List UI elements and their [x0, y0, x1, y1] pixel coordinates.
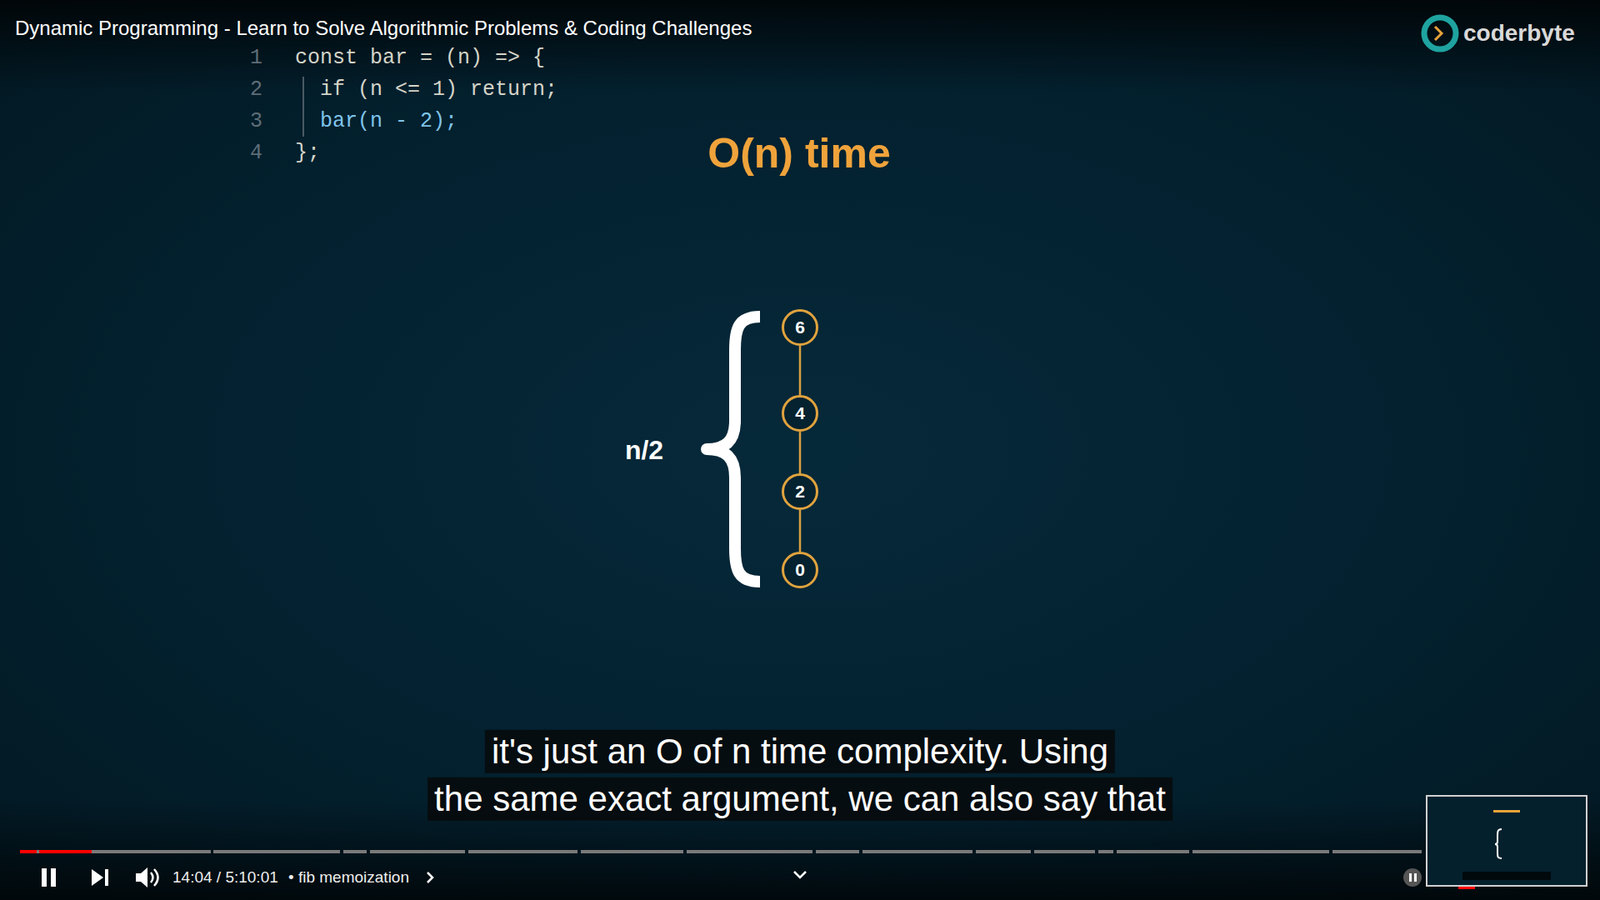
chapter-chevron — [427, 872, 433, 883]
thumbnail-brace — [1495, 829, 1502, 859]
progress-bar — [20, 850, 1422, 854]
chapter-segment — [815, 850, 860, 854]
chapter-segment — [468, 850, 578, 854]
chapter-segment — [1034, 850, 1095, 854]
thumbnail-subtitle — [1462, 871, 1551, 880]
preview-thumbnail — [1426, 795, 1587, 886]
chapter-segment — [1332, 850, 1422, 854]
volume-icon — [135, 867, 148, 888]
code-line: if (n <= 1) return; — [320, 78, 558, 103]
autoplay-toggle — [1409, 873, 1412, 882]
node-circle — [783, 475, 818, 510]
chapter-segment — [580, 850, 684, 854]
tree-node-circle: 2 — [781, 473, 819, 510]
brace-label: n/2 — [625, 435, 664, 466]
video-title: Dynamic Programming - Learn to Solve Alg… — [15, 16, 752, 40]
chapter-segment — [343, 850, 367, 854]
chapter-segment — [370, 850, 465, 854]
subtitle-line: the same exact argument, we can also say… — [427, 777, 1173, 821]
chapter-name: • fib memoization — [288, 868, 410, 887]
autoplay-toggle — [1414, 873, 1417, 882]
volume-icon — [154, 869, 159, 886]
tree-node-circle: 4 — [781, 395, 819, 432]
indent-guide — [302, 76, 305, 137]
line-number: 4 — [250, 141, 263, 166]
logo-text: coderbyte — [1463, 20, 1575, 47]
node-circle — [783, 396, 818, 431]
thumbnail-progress — [1458, 886, 1475, 890]
line-number: 2 — [250, 78, 263, 103]
chapter-segment — [1116, 850, 1190, 854]
tree-node-circle: 0 — [781, 551, 819, 589]
chapter-segment — [686, 850, 813, 854]
thumbnail-heading — [1493, 810, 1520, 813]
node-number: 0 — [795, 560, 805, 580]
tree-edge — [799, 510, 802, 552]
node-circle — [783, 310, 818, 345]
chapter-segment — [20, 850, 211, 854]
pause-icon — [50, 868, 56, 887]
chapter-segment — [975, 850, 1031, 854]
top-shade — [0, 0, 1600, 92]
autoplay-toggle — [1403, 868, 1422, 887]
chapter-segment — [1098, 850, 1114, 854]
node-number: 2 — [795, 481, 805, 502]
next-icon — [91, 869, 104, 886]
code-line: }; — [295, 141, 320, 166]
code-line: bar(n - 2); — [320, 110, 458, 135]
logo-chevron — [1435, 26, 1442, 40]
line-number: 1 — [250, 46, 263, 71]
node-number: 6 — [795, 317, 805, 338]
played-segment — [39, 850, 92, 854]
played-segment — [20, 850, 37, 854]
chapter-segment — [213, 850, 340, 854]
curly-brace — [706, 316, 760, 582]
node-circle — [783, 553, 818, 588]
subtitle-line: it's just an O of n time complexity. Usi… — [485, 730, 1115, 774]
next-icon — [105, 869, 109, 886]
code-line: const bar = (n) => { — [295, 46, 545, 71]
tree-edge — [799, 431, 802, 474]
chapter-segment — [1192, 850, 1330, 854]
expand-chevron — [794, 871, 806, 878]
pause-icon — [41, 868, 47, 887]
chapter-segment — [862, 850, 973, 854]
node-number: 4 — [795, 403, 805, 424]
tree-node-circle: 6 — [781, 309, 819, 346]
logo-icon — [1424, 17, 1456, 50]
complexity-heading: O(n) time — [707, 130, 890, 179]
line-number: 3 — [250, 110, 263, 135]
tree-edge — [799, 345, 802, 395]
volume-icon — [150, 872, 154, 883]
time-display: 14:04 / 5:10:01 — [172, 868, 279, 887]
